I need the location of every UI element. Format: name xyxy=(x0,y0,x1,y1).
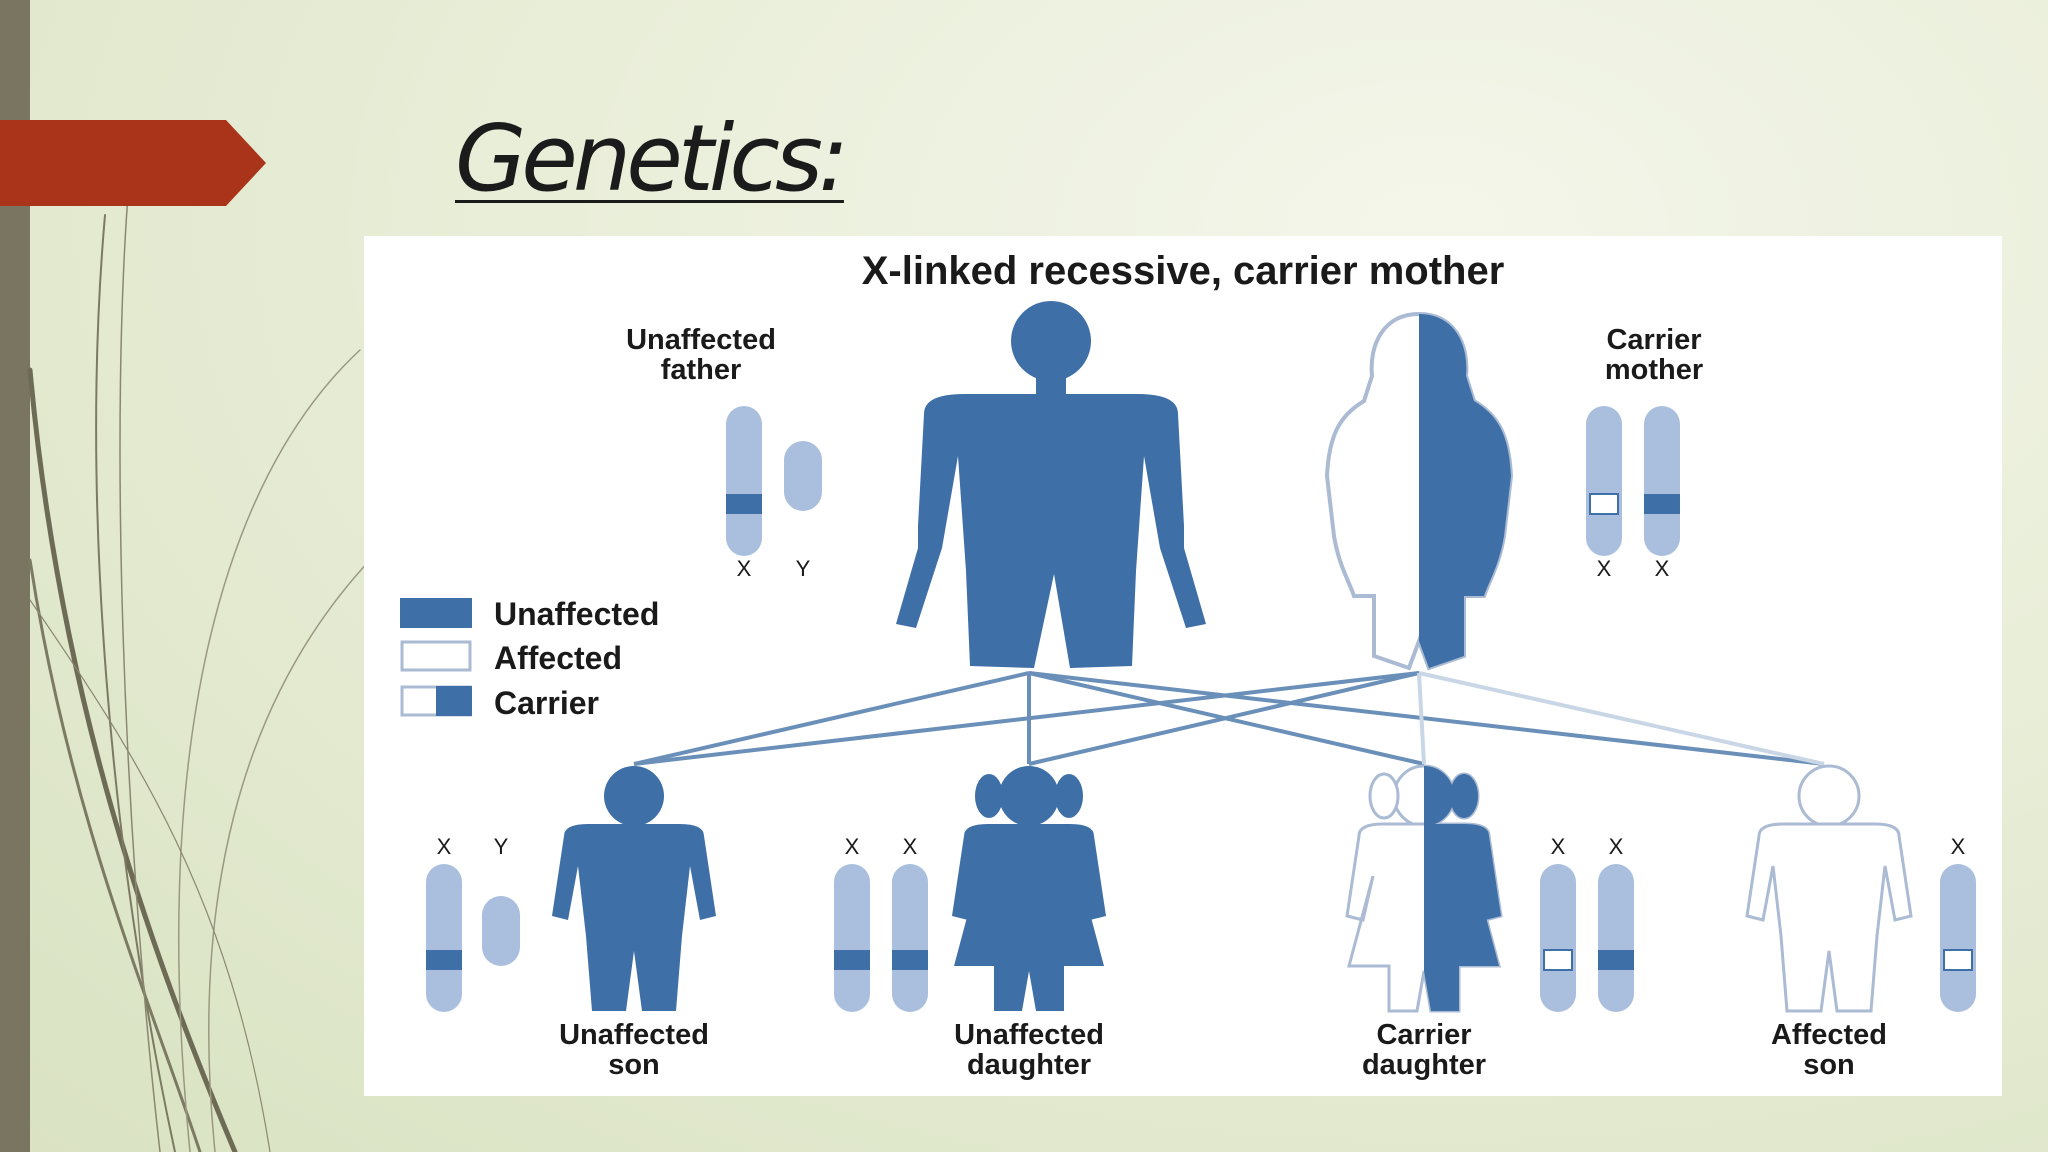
legend-swatch-unaffected xyxy=(400,598,472,628)
affected-son-label-1: Affected xyxy=(1771,1019,1887,1051)
child-unaffected-son: X Y Unaffected son xyxy=(426,766,716,1081)
inheritance-lines xyxy=(633,671,1825,766)
father-label-line2: father xyxy=(661,354,742,386)
affected-son-label-2: son xyxy=(1803,1049,1855,1081)
carrier-daughter-label-2: daughter xyxy=(1362,1049,1486,1081)
unaffected-son-chrom-1: X xyxy=(437,834,452,859)
carrier-daughter-figure xyxy=(1345,764,1503,1013)
unaffected-daughter-label-2: daughter xyxy=(967,1049,1091,1081)
unaffected-son-chrom-2: Y xyxy=(494,834,509,859)
mother-label-line1: Carrier xyxy=(1606,324,1701,356)
accent-arrow xyxy=(0,120,266,206)
child-unaffected-daughter: X X Unaffected daughter xyxy=(834,766,1106,1081)
affected-son-chrom-1: X xyxy=(1951,834,1966,859)
mother-chrom-label-2: X xyxy=(1655,556,1670,581)
affected-son-figure xyxy=(1745,764,1913,1013)
unaffected-son-figure xyxy=(552,766,716,1011)
legend-swatch-carrier xyxy=(400,685,472,717)
mother-chromosomes xyxy=(1586,406,1680,556)
father-label-line1: Unaffected xyxy=(626,324,776,356)
unaffected-son-label-2: son xyxy=(608,1049,660,1081)
unaffected-daughter-chrom-2: X xyxy=(903,834,918,859)
father-chrom-label-2: Y xyxy=(796,556,811,581)
mother-label-line2: mother xyxy=(1605,354,1703,386)
pedigree-figure: X-linked recessive, carrier mother Unaff… xyxy=(364,236,2002,1096)
unaffected-daughter-label-1: Unaffected xyxy=(954,1019,1104,1051)
child-affected-son: X Affected son xyxy=(1745,764,1976,1081)
carrier-daughter-chrom-1: X xyxy=(1551,834,1566,859)
decorative-curves xyxy=(27,169,371,1152)
unaffected-son-label-1: Unaffected xyxy=(559,1019,709,1051)
legend: Unaffected Affected Carrier xyxy=(400,596,659,721)
legend-label-unaffected: Unaffected xyxy=(494,596,659,632)
legend-label-affected: Affected xyxy=(494,640,622,676)
carrier-daughter-label-1: Carrier xyxy=(1376,1019,1471,1051)
legend-label-carrier: Carrier xyxy=(494,685,599,721)
father-chromosomes xyxy=(726,406,822,556)
slide-title: Genetics: xyxy=(455,105,849,212)
mother-chrom-label-1: X xyxy=(1597,556,1612,581)
father-chrom-label-1: X xyxy=(737,556,752,581)
figure-heading: X-linked recessive, carrier mother xyxy=(862,249,1505,293)
unaffected-daughter-chrom-1: X xyxy=(845,834,860,859)
father-figure xyxy=(896,301,1206,668)
legend-swatch-affected xyxy=(400,640,472,672)
carrier-daughter-chrom-2: X xyxy=(1609,834,1624,859)
mother-figure xyxy=(1324,311,1514,671)
unaffected-daughter-figure xyxy=(952,766,1106,1011)
child-carrier-daughter: X X Carrier daughter xyxy=(1345,764,1634,1081)
